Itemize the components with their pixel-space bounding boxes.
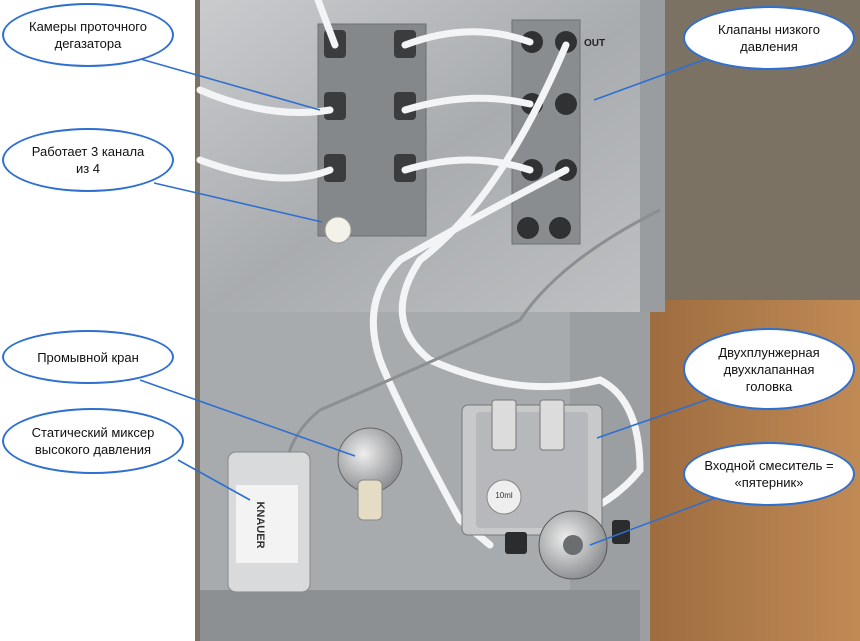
pump-check-valves bbox=[491, 399, 565, 451]
upper-steel-panel bbox=[200, 0, 665, 312]
callout-pump-head: Двухплунжерная двухклапанная головка bbox=[683, 328, 855, 410]
callout-degasser-line1: Камеры проточного bbox=[29, 19, 147, 34]
callout-head-line2: двухклапанная bbox=[723, 361, 815, 377]
callout-mixer-line2: высокого давления bbox=[34, 442, 152, 457]
base-rail bbox=[200, 590, 640, 641]
pump-volume-plate bbox=[486, 479, 522, 515]
pump-volume-label: 10ml bbox=[495, 491, 513, 500]
callout-inlet-mixer: Входной смеситель = «пятерник» bbox=[683, 442, 855, 506]
callout-channels-line1: Работает 3 канала bbox=[31, 144, 145, 159]
inlet-mixer-fitting-right bbox=[612, 520, 630, 544]
callout-three-channels: Работает 3 канала из 4 bbox=[2, 128, 174, 192]
steel-capillary bbox=[282, 208, 661, 521]
callout-head-line1: Двухплунжерная bbox=[718, 344, 820, 360]
callout-degasser-chambers: Камеры проточного дегазатора bbox=[2, 3, 174, 67]
callout-inlet-line1: Входной смеситель = bbox=[704, 458, 834, 473]
callout-inlet-line2: «пятерник» bbox=[734, 475, 804, 490]
mixer-brand-label: KNAUER bbox=[254, 501, 266, 548]
inlet-mixer-fitting-left bbox=[505, 532, 527, 554]
degasser-fittings bbox=[324, 30, 416, 182]
callout-purge-line1: Промывной кран bbox=[37, 349, 139, 365]
callout-mixer-line1: Статический миксер bbox=[31, 425, 155, 440]
callout-purge-valve: Промывной кран bbox=[2, 330, 174, 384]
teflon-tubing bbox=[196, 0, 644, 549]
degasser-unused-cap bbox=[324, 216, 352, 244]
callout-valves-line1: Клапаны низкого bbox=[718, 22, 820, 37]
upper-panel-right-edge bbox=[640, 0, 665, 312]
degasser-plate bbox=[317, 23, 427, 237]
leader-lines bbox=[136, 54, 737, 546]
callout-head-line3: головка bbox=[745, 378, 793, 394]
callout-degasser-line2: дегазатора bbox=[54, 36, 122, 51]
callout-low-pressure-valves: Клапаны низкого давления bbox=[683, 6, 855, 70]
callout-static-mixer: Статический миксер высокого давления bbox=[2, 408, 184, 474]
purge-valve-knob bbox=[357, 479, 383, 521]
callout-valves-line2: давления bbox=[740, 39, 798, 54]
outlet-port-label: OUT bbox=[584, 38, 605, 49]
inlet-mixer-center bbox=[563, 535, 583, 555]
callout-channels-line2: из 4 bbox=[75, 161, 101, 176]
